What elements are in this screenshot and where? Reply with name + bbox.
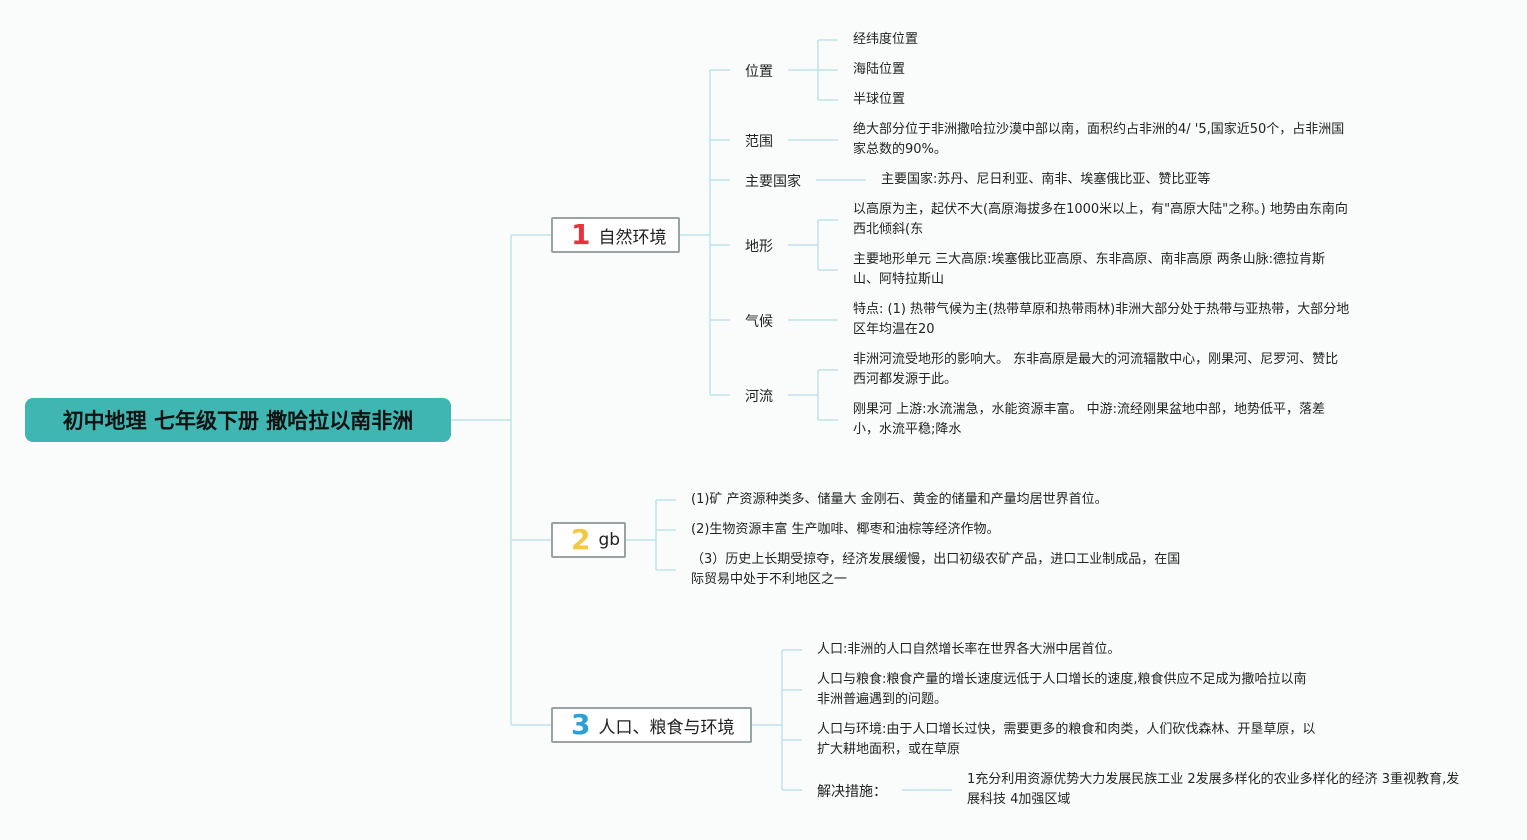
leaf-rivers-2[interactable]: 刚果河 上游:水流湍急，水能资源丰富。 中游:流经刚果盆地中部，地势低平，落差小…: [853, 402, 1326, 437]
leaf-terrain-2[interactable]: 主要地形单元 三大高原:埃塞俄比亚高原、东非高原、南非高原 两条山脉:德拉肯斯山…: [853, 252, 1326, 287]
leaf-population-food[interactable]: 人口与粮食:粮食产量的增长速度远低于人口增长的速度,粮食供应不足成为撒哈拉以南非…: [817, 672, 1307, 707]
node-measures[interactable]: 解决措施：: [817, 784, 887, 800]
branch-label: 自然环境: [598, 227, 667, 248]
branch-label: 人口、粮食与环境: [598, 717, 735, 738]
branch-natural-environment[interactable]: 1 自然环境: [551, 217, 680, 253]
leaf-minerals[interactable]: (1)矿 产资源种类多、储量大 金刚石、黄金的储量和产量均居世界首位。: [691, 492, 1108, 507]
root-title: 初中地理 七年级下册 撒哈拉以南非洲: [62, 409, 414, 433]
leaf-countries-text[interactable]: 主要国家:苏丹、尼日利亚、南非、埃塞俄比亚、赞比亚等: [881, 172, 1211, 187]
leaf-terrain-1[interactable]: 以高原为主，起伏不大(高原海拔多在1000米以上，有"高原大陆"之称。) 地势由…: [853, 202, 1348, 237]
node-scope[interactable]: 范围: [745, 134, 773, 150]
leaf-bio-resources[interactable]: (2)生物资源丰富 生产咖啡、椰枣和油棕等经济作物。: [691, 522, 1000, 537]
leaf-population-env[interactable]: 人口与环境:由于人口增长过快，需要更多的粮食和肉类，人们砍伐森林、开垦草原，以扩…: [817, 722, 1316, 757]
number-badge: 1: [571, 218, 591, 251]
root-node[interactable]: 初中地理 七年级下册 撒哈拉以南非洲: [25, 398, 451, 442]
branch-label: gb: [598, 530, 621, 550]
leaf-scope-text[interactable]: 绝大部分位于非洲撒哈拉沙漠中部以南，面积约占非洲的4/ '5,国家近50个，占非…: [853, 122, 1345, 157]
leaf-hemisphere[interactable]: 半球位置: [853, 92, 906, 107]
leaf-climate-text[interactable]: 特点: (1) 热带气候为主(热带草原和热带雨林)非洲大部分处于热带与亚热带，大…: [853, 302, 1350, 337]
leaf-population[interactable]: 人口:非洲的人口自然增长率在世界各大洲中居首位。: [817, 642, 1121, 657]
number-badge: 3: [571, 708, 591, 741]
node-climate[interactable]: 气候: [745, 314, 773, 330]
node-countries[interactable]: 主要国家: [745, 174, 801, 190]
leaf-sea-land[interactable]: 海陆位置: [853, 62, 906, 77]
number-badge: 2: [571, 523, 591, 556]
leaf-rivers-1[interactable]: 非洲河流受地形的影响大。 东非高原是最大的河流辐散中心，刚果河、尼罗河、赞比西河…: [853, 352, 1339, 387]
leaf-latlong[interactable]: 经纬度位置: [853, 32, 919, 47]
node-rivers[interactable]: 河流: [745, 389, 773, 405]
node-terrain[interactable]: 地形: [745, 239, 773, 255]
node-location[interactable]: 位置: [745, 64, 773, 80]
branch-population-food-env[interactable]: 3 人口、粮食与环境: [551, 707, 752, 743]
leaf-trade-history[interactable]: （3）历史上长期受掠夺，经济发展缓慢，出口初级农矿产品，进口工业制成品，在国际贸…: [691, 552, 1181, 587]
branch-gb[interactable]: 2 gb: [551, 522, 626, 558]
leaf-measures-text[interactable]: 1充分利用资源优势大力发展民族工业 2发展多样化的农业多样化的经济 3重视教育,…: [967, 772, 1460, 807]
